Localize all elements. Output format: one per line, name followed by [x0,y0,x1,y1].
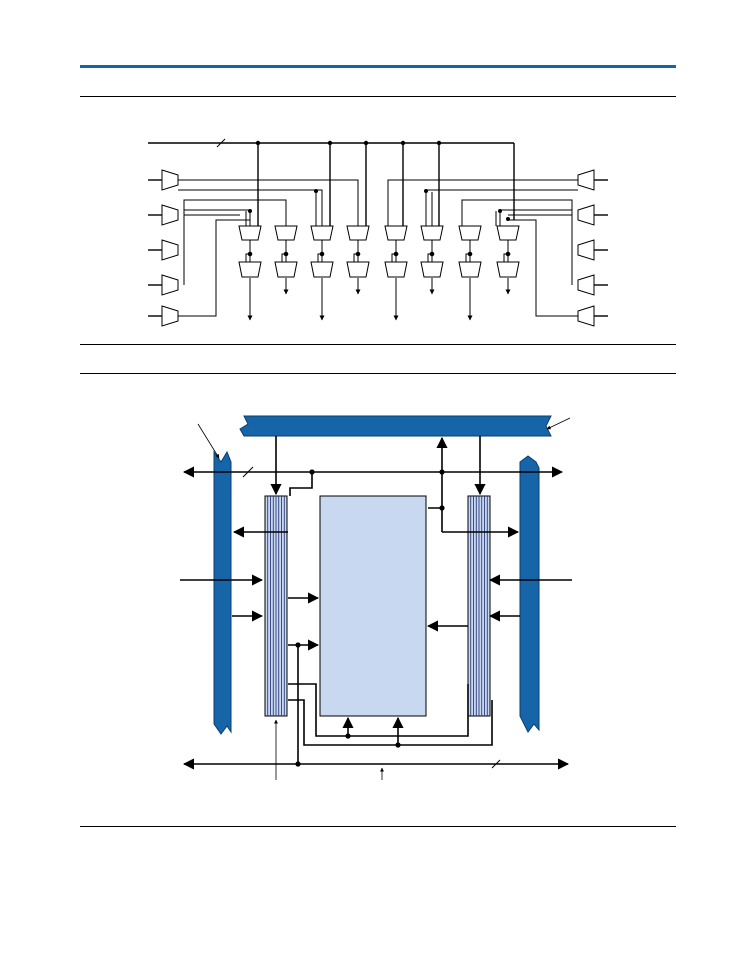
mux-feedback [353,253,358,262]
upper-mux [346,225,370,241]
mux-feedback [281,253,286,262]
left-input-muxes [148,169,179,327]
lower-mux [458,261,482,278]
lower-mux [346,261,370,278]
central-block [319,495,427,717]
bus-slash [216,138,226,148]
lower-mux [496,261,520,278]
upper-mux [310,225,334,241]
top-bus-pointer [546,417,571,430]
left-input-mux [161,169,179,191]
left-register-stack [264,495,288,717]
right-register-stack [467,495,491,717]
lower-mux [238,261,262,278]
left-input-mux [161,274,179,296]
bus-taps [257,143,515,226]
lower-mux [420,261,444,278]
figure-top-bottom-rule [80,344,676,345]
mux-feedback [245,253,250,262]
lower-mux [274,261,298,278]
left-bus-pointer [197,423,220,459]
left-input-mux [161,204,179,226]
right-input-mux [577,169,595,191]
upper-mux [384,225,408,241]
bottom-loop-inner [288,683,469,737]
lower-bus-slash [491,759,501,769]
right-input-mux [577,274,595,296]
mux-routing-diagram [148,138,608,327]
figure-bottom-top-rule [80,373,676,374]
bus-tap-dots [255,140,442,146]
right-routing [387,179,578,317]
mux-feedback [391,253,396,262]
tap-to-left-stack [289,472,313,496]
mux-feedback [317,253,322,262]
header-accent-rule [80,65,676,68]
lower-mux-row [238,251,520,278]
block-interconnect-diagram [180,415,572,780]
figure-top-rule [80,96,676,97]
upper-bus-slash [242,466,254,478]
mux-feedback [427,253,432,262]
upper-mux-row [238,225,520,262]
right-input-mux [577,305,595,327]
upper-mux [496,225,520,241]
lower-mux [384,261,408,278]
left-input-mux [161,305,179,327]
mux-feedback [465,253,470,262]
mux-outputs [247,278,511,321]
right-input-muxes [577,169,608,327]
figure-bottom-bottom-rule [80,826,676,827]
upper-mux [274,225,298,241]
left-routing [178,179,359,317]
upper-mux [238,225,262,241]
lower-mux [310,261,334,278]
left-input-mux [161,239,179,261]
mux-feedback [503,253,508,262]
junction-dots [295,469,445,767]
right-input-mux [577,239,595,261]
right-blue-bus [519,455,540,733]
tap-to-block [428,472,443,509]
upper-mux [458,225,482,241]
left-blue-bus [213,450,232,735]
top-blue-bus [239,415,552,437]
upper-mux [420,225,444,241]
routing-dots [248,189,510,221]
right-input-mux [577,204,595,226]
